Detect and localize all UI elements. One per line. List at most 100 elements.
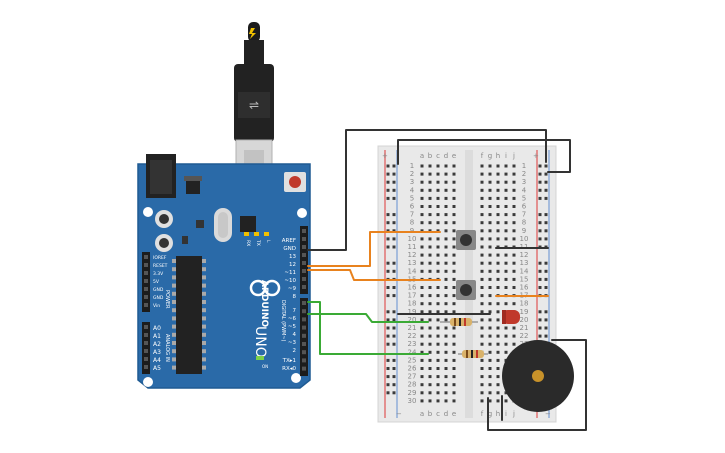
bb-row-label: 5 — [410, 194, 414, 202]
pin-label: AREF — [282, 238, 296, 244]
pin-label: ~9 — [288, 286, 297, 292]
bb-row-label: 23 — [408, 340, 417, 348]
digital-header-upper — [300, 226, 308, 294]
bb-row-label: 27 — [408, 373, 417, 381]
pin-label: ~10 — [284, 278, 296, 284]
bb-row-label: 20 — [520, 316, 529, 324]
pin-label: ~6 — [288, 316, 297, 322]
bb-row-label: 4 — [410, 186, 415, 194]
pin-label: ~3 — [288, 340, 297, 346]
piezo-buzzer[interactable] — [502, 340, 574, 412]
led-label: L — [265, 240, 271, 243]
analog-pin-label: A4 — [153, 357, 161, 364]
analog-header — [142, 322, 150, 374]
bb-row-label: 17 — [408, 292, 417, 300]
bb-row-label: 1 — [522, 162, 526, 170]
bb-column-label: c — [436, 410, 440, 418]
power-pin-label: 3.3V — [153, 271, 164, 277]
bb-row-label: 14 — [408, 267, 417, 275]
bb-row-label: 5 — [522, 194, 526, 202]
microcontroller-chip — [176, 256, 202, 374]
on-label: ON — [262, 364, 268, 369]
bb-column-label: i — [505, 410, 507, 418]
pin-label: 8 — [293, 294, 297, 300]
wire-black-buzzer-left — [487, 339, 587, 431]
bb-column-label: b — [428, 152, 433, 160]
bb-column-label: g — [488, 410, 492, 418]
pin-label: 13 — [289, 254, 296, 260]
led-label: TX — [255, 239, 261, 246]
usb-symbol-icon: ⇌ — [249, 98, 259, 112]
bb-column-label: j — [512, 410, 515, 418]
bb-row-label: 29 — [408, 389, 417, 397]
infinity-logo-icon — [249, 279, 281, 297]
bb-row-label: 4 — [522, 186, 527, 194]
bb-row-label: 13 — [520, 259, 529, 267]
brand-label: ARDUINO — [259, 280, 269, 328]
bb-row-label: 22 — [520, 332, 529, 340]
bb-row-label: 6 — [410, 203, 415, 211]
arduino-board[interactable]: ARDUINO UNO DIGITAL (PWM~) POWER ANALOG … — [137, 154, 311, 389]
analog-pin-label: A0 — [153, 325, 161, 332]
led-red[interactable] — [502, 310, 520, 324]
bb-row-label: 14 — [520, 267, 529, 275]
led-label: RX — [245, 240, 251, 246]
wire-orange-13 — [307, 231, 441, 267]
push-button-1[interactable] — [456, 230, 476, 250]
wire-black-rail — [397, 139, 571, 173]
power-pin-label: Vin — [153, 303, 160, 309]
analog-pin-label: A5 — [153, 365, 161, 372]
resistor-2[interactable] — [458, 350, 488, 358]
bb-row-label: 7 — [522, 211, 526, 219]
wire-orange-12 — [307, 269, 441, 281]
bb-column-label: e — [452, 152, 456, 160]
bb-row-label: 11 — [408, 243, 417, 251]
analog-pin-label: A3 — [153, 349, 161, 356]
bb-row-label: 7 — [410, 211, 414, 219]
pin-label: 12 — [289, 262, 296, 268]
pin-label: 7 — [293, 308, 297, 314]
bb-row-label: 16 — [408, 284, 417, 292]
bb-column-label: a — [420, 410, 424, 418]
push-button-2[interactable] — [456, 280, 476, 300]
power-pin-label: GND — [153, 287, 164, 293]
lightning-icon — [249, 28, 256, 39]
bb-row-label: 18 — [408, 300, 417, 308]
analog-pin-label: A1 — [153, 333, 161, 340]
analog-label: ANALOG IN — [164, 334, 170, 362]
bb-row-label: 3 — [410, 178, 414, 186]
power-pin-label: RESET — [153, 263, 168, 269]
bb-column-label: f — [481, 410, 484, 418]
pin-label: GND — [283, 246, 296, 252]
rail-plus-label: + — [382, 152, 388, 160]
bb-column-label: a — [420, 152, 424, 160]
bb-column-label: h — [496, 152, 500, 160]
resistor-1[interactable] — [440, 318, 478, 326]
bb-row-label: 20 — [408, 316, 417, 324]
bb-row-label: 19 — [520, 308, 529, 316]
bb-row-label: 3 — [522, 178, 526, 186]
power-label: POWER — [164, 290, 170, 309]
bb-column-label: i — [505, 152, 507, 160]
pin-label: ~11 — [284, 270, 296, 276]
bb-row-label: 21 — [408, 324, 417, 332]
power-pin-label: GND — [153, 295, 164, 301]
bb-row-label: 18 — [520, 300, 529, 308]
bb-row-label: 10 — [408, 235, 417, 243]
rail-plus-label-right: + — [533, 152, 539, 160]
bb-row-label: 9 — [410, 227, 414, 235]
bb-row-label: 24 — [408, 348, 417, 356]
power-pin-label: 5V — [153, 279, 160, 285]
bb-row-label: 1 — [410, 162, 414, 170]
bb-column-label: d — [444, 410, 448, 418]
bb-row-label: 15 — [520, 275, 529, 283]
model-label: UNO — [252, 326, 268, 358]
pin-label: TX▸1 — [282, 358, 296, 364]
bb-row-label: 9 — [522, 227, 526, 235]
bb-row-label: 8 — [522, 219, 526, 227]
rail-minus-label-right: − — [545, 410, 551, 418]
bb-column-label: g — [488, 152, 492, 160]
bb-column-label: c — [436, 152, 440, 160]
bb-row-label: 26 — [408, 365, 417, 373]
